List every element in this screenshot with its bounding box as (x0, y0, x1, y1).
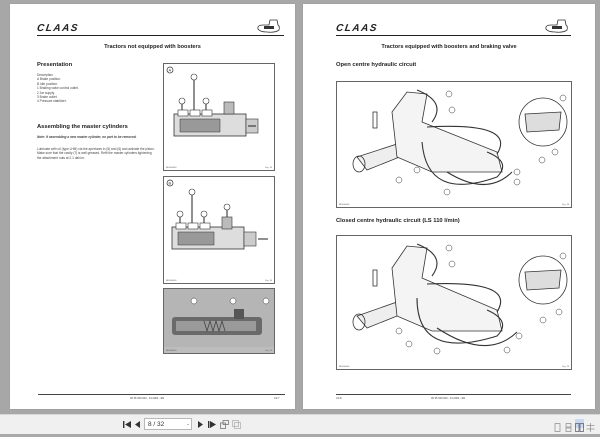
section-heading-presentation: Presentation (37, 62, 73, 68)
previous-page-button[interactable] (133, 419, 143, 429)
figure-closed-centre-circuit: BD000000 Fig. 19 (336, 235, 572, 370)
last-page-icon (208, 420, 216, 428)
description-item: 4 Pressure stabilizer. (37, 99, 67, 104)
open-centre-hydraulic-diagram (352, 89, 568, 196)
view-continuous-button[interactable] (564, 419, 573, 432)
page-title: Tractors equipped with boosters and brak… (381, 44, 517, 50)
figure-photo: BD000000 Fig. 17 (163, 288, 275, 354)
footer-doc-ref: 00 35 029 904 - 01.2004 - EN (431, 397, 466, 400)
page-number-value: 8 / 32 (148, 421, 165, 428)
figure-code: BD000000 (339, 366, 350, 368)
tractor-icon (545, 19, 568, 33)
description-item: 1 Braking valve control outlet. (37, 86, 79, 91)
description-item: 3 Brake outlet. (37, 95, 58, 100)
copy-page-icon (231, 419, 241, 429)
figure-number: Fig. 17 (265, 350, 272, 352)
svg-text:A: A (169, 68, 172, 73)
figure-open-centre-circuit: BD000000 Fig. 18 (336, 81, 572, 208)
description-item: 2 Jar supply. (37, 90, 55, 95)
view-two-page-continuous-button[interactable] (586, 419, 595, 432)
master-cylinder-diagram-b: B (166, 179, 268, 250)
figure-a: A BD000000 Fig. 15 (163, 63, 275, 171)
figure-code: BD000000 (166, 350, 177, 352)
section-heading-assembling: Assembling the master cylinders (37, 124, 128, 130)
brand-logo: CLAAS (335, 23, 379, 34)
figure-number: Fig. 19 (562, 366, 569, 368)
section-heading-closed-centre: Closed centre hydraulic circuit (LS 110 … (336, 218, 460, 224)
continuous-page-icon (565, 423, 572, 432)
figure-b: B BD000000 Fig. 16 (163, 176, 275, 284)
description-item: A Brake position. (37, 77, 61, 82)
page-dropdown-icon[interactable]: - (187, 422, 189, 428)
rotate-button[interactable] (219, 419, 229, 429)
copy-button[interactable] (231, 419, 241, 429)
last-page-button[interactable] (207, 419, 217, 429)
description-list: Description A Brake position. B Idle pos… (37, 73, 152, 104)
rotate-page-icon (219, 419, 229, 429)
page-left: CLAAS Tractors not equipped with booster… (10, 4, 295, 409)
description-item: B Idle position. (37, 81, 58, 86)
first-page-button[interactable] (122, 419, 132, 429)
tractor-icon (257, 19, 280, 33)
brand-logo: CLAAS (36, 23, 80, 34)
svg-text:B: B (169, 181, 172, 186)
first-page-icon (123, 420, 131, 428)
figure-number: Fig. 15 (265, 167, 272, 169)
page-number-input[interactable]: 8 / 32 - (144, 418, 192, 430)
header-rule (37, 35, 284, 36)
page-title: Tractors not equipped with boosters (104, 44, 201, 50)
two-page-continuous-icon (586, 423, 595, 432)
figure-number: Fig. 16 (265, 280, 272, 282)
body-text: Lubricate with oil (type LHM) via the ap… (37, 147, 155, 160)
view-two-page-button[interactable] (575, 419, 584, 432)
master-cylinder-diagram-a: A (166, 66, 259, 137)
next-page-icon (198, 420, 203, 428)
figure-code: BD000000 (166, 167, 177, 169)
page-right: CLAAS Tractors equipped with boosters an… (303, 4, 595, 409)
figure-number: Fig. 18 (562, 204, 569, 206)
description-label: Description (37, 73, 53, 77)
navigation-toolbar: 8 / 32 - (0, 414, 600, 434)
section-heading-open-centre: Open centre hydraulic circuit (336, 62, 417, 68)
header-rule (336, 35, 571, 36)
two-page-icon (575, 423, 584, 432)
footer-doc-ref: 00 35 029 904 - 01.2004 - EN (130, 397, 165, 400)
document-viewport[interactable]: CLAAS Tractors not equipped with booster… (0, 0, 600, 414)
master-cylinder-photo (164, 289, 274, 347)
footer-page-number: C2.8 (336, 397, 342, 400)
closed-centre-hydraulic-diagram (352, 243, 568, 355)
note-text: Note: If assembling a new master cylinde… (37, 135, 137, 139)
single-page-icon (554, 423, 561, 432)
footer-rule (38, 394, 285, 395)
view-single-page-button[interactable] (553, 419, 562, 432)
previous-page-icon (135, 420, 140, 428)
figure-code: BD000000 (339, 204, 350, 206)
footer-page-number: C2.7 (274, 397, 280, 400)
next-page-button[interactable] (196, 419, 206, 429)
footer-rule (336, 394, 571, 395)
figure-code: BD000000 (166, 280, 177, 282)
